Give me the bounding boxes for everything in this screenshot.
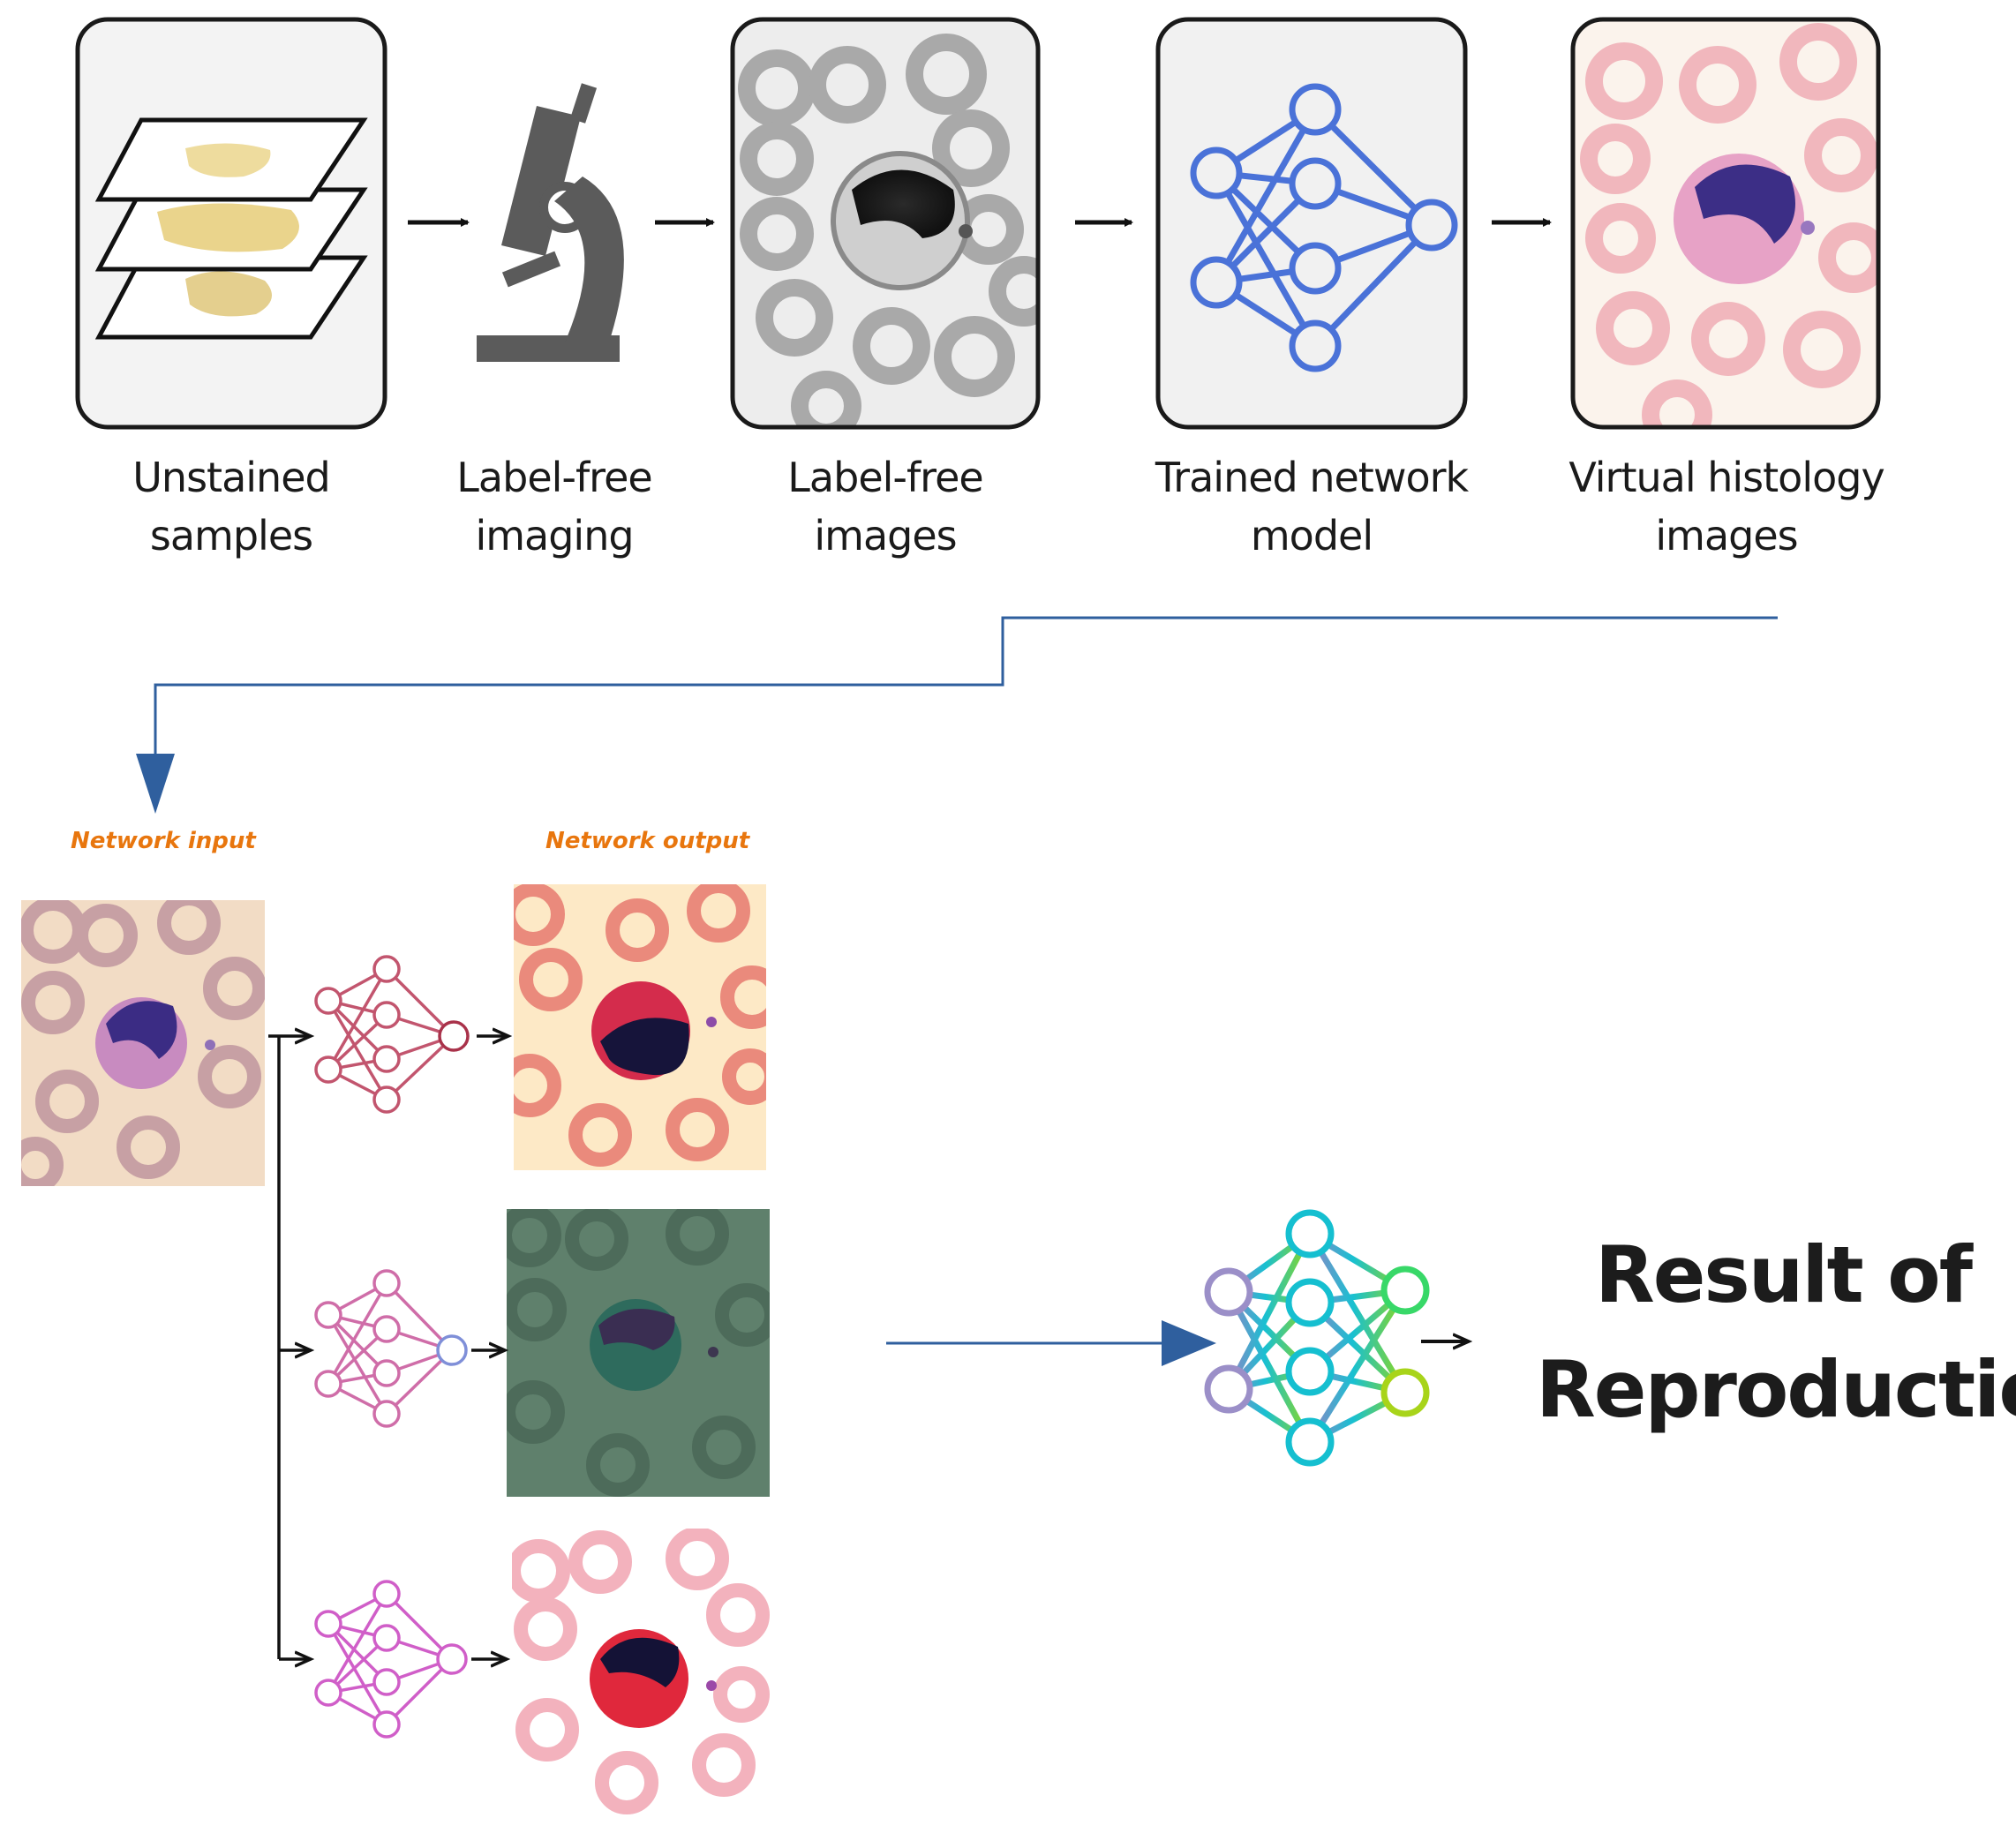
branch-connectors: [268, 1036, 508, 1659]
label-line: Unstained: [132, 454, 330, 501]
label-line: Virtual histology: [1568, 454, 1884, 501]
label-line: Trained network: [1155, 454, 1469, 501]
connector-line: [154, 616, 1778, 768]
label-line: imaging: [475, 512, 634, 560]
connector-arrowhead: [136, 754, 175, 814]
label-line: samples: [149, 512, 313, 560]
unstained-samples-box: [75, 17, 387, 430]
result-title: Result of Reproduction: [1536, 1218, 2016, 1447]
network-input-image: [21, 900, 265, 1186]
small-network-icon-3: [314, 1580, 468, 1739]
network-output-image-2: [507, 1209, 770, 1497]
network-output-image-3: [512, 1529, 770, 1834]
result-line-2: Reproduction: [1536, 1344, 2016, 1435]
step-label-label-free-images: Label-free images: [700, 448, 1071, 565]
step-label-trained-network-model: Trained network model: [1126, 448, 1497, 565]
arrow-to-result-network-head: [1162, 1320, 1216, 1366]
neural-network-icon: [1190, 83, 1458, 372]
step-label-label-free-imaging: Label-free imaging: [369, 448, 740, 565]
result-network-icon: [1225, 1230, 1409, 1446]
virtual-histology-box: [1570, 17, 1881, 430]
microscope-icon: [477, 83, 624, 362]
small-network-icon-2: [314, 1269, 468, 1428]
result-line-1: Result of: [1594, 1229, 1973, 1320]
small-network-icon-1: [314, 955, 470, 1114]
network-output-image-1: [514, 884, 766, 1170]
step-label-virtual-histology-images: Virtual histology images: [1541, 448, 1912, 565]
label-line: Label-free: [456, 454, 652, 501]
network-input-caption: Network input: [71, 828, 256, 854]
label-free-images-box: [730, 17, 1041, 430]
step-label-unstained-samples: Unstained samples: [46, 448, 417, 565]
label-line: model: [1250, 512, 1373, 560]
network-output-caption: Network output: [545, 828, 750, 854]
label-line: images: [1655, 512, 1798, 560]
slide-stack-icon: [94, 117, 368, 340]
result-network-nodes: [1204, 1209, 1430, 1467]
label-line: Label-free: [787, 454, 983, 501]
trained-network-box: [1155, 17, 1468, 430]
label-line: images: [814, 512, 957, 560]
